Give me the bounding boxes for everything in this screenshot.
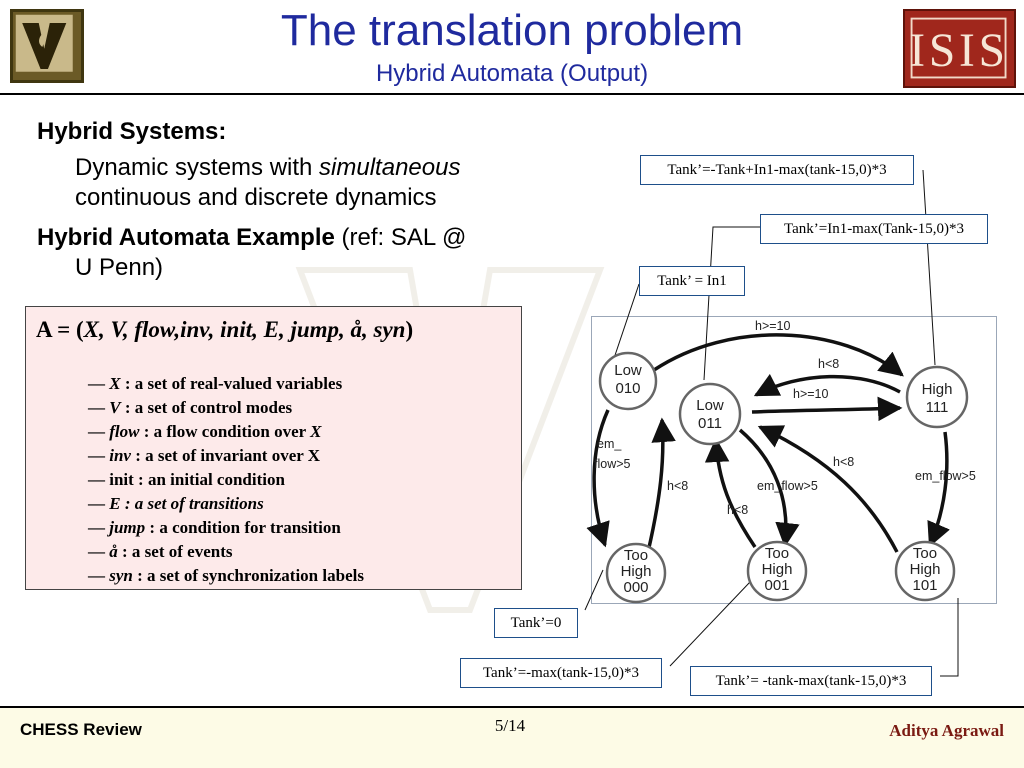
state-high-111: [905, 365, 969, 429]
state-label: Low: [696, 397, 724, 414]
edge-label: h>=10: [755, 319, 791, 333]
definition-item: — X : a set of real-valued variables: [88, 374, 343, 393]
state-low-010: [598, 351, 658, 411]
state-label: 010: [615, 380, 640, 397]
footer-background: [0, 708, 1024, 768]
footer-divider: [0, 706, 1024, 708]
state-label: High: [922, 381, 953, 398]
hybrid-systems-heading: Hybrid Systems:: [37, 118, 227, 145]
edge-label: h<8: [667, 479, 688, 493]
state-label: 111: [926, 399, 949, 416]
state-toohigh-001: [746, 540, 808, 602]
equation-callout-mid: Tank’=In1-max(Tank-15,0)*3: [760, 214, 988, 244]
definition-item: — E : a set of transitions: [88, 494, 264, 513]
definition-head-suffix: ): [405, 317, 414, 342]
header-divider: [0, 93, 1024, 95]
equation-callout-max: Tank’=-max(tank-15,0)*3: [460, 658, 662, 688]
definition-item: — jump : a condition for transition: [88, 518, 341, 537]
state-label: 011: [698, 415, 722, 432]
equation-callout-in1: Tank’ = In1: [639, 266, 745, 296]
page-number: 5/14: [494, 716, 526, 735]
state-toohigh-000: [605, 542, 667, 604]
definition-item: — flow : a flow condition over X: [88, 422, 322, 441]
connector-eq-zero: [584, 569, 604, 611]
edge-label: h<8: [727, 503, 748, 517]
vanderbilt-v-icon: [15, 14, 73, 72]
state-label: Too: [624, 547, 648, 564]
definition-box: A = (X, V, flow,inv, init, E, jump, å, s…: [25, 306, 522, 590]
equation-callout-top: Tank’=-Tank+In1-max(tank-15,0)*3: [640, 155, 914, 185]
edge-label: h<8: [818, 357, 839, 371]
edge-label: h>=10: [793, 387, 829, 401]
definition-heading: A = (X, V, flow,inv, init, E, jump, å, s…: [36, 317, 413, 343]
definition-item: — syn : a set of synchronization labels: [88, 566, 364, 585]
hybrid-systems-line1: Dynamic systems with simultaneous: [75, 153, 460, 183]
page-subtitle: Hybrid Automata (Output): [375, 60, 649, 87]
definition-item: — inv : a set of invariant over X: [88, 446, 321, 465]
connector-eq-neg: [940, 598, 959, 677]
footer-event-name: CHESS Review: [20, 720, 142, 739]
equation-callout-neg: Tank’= -tank-max(tank-15,0)*3: [690, 666, 932, 696]
state-label: High: [762, 561, 793, 578]
edge-low010-high111: [653, 333, 904, 377]
edge-low011-toohigh001: [738, 428, 800, 548]
isis-logo-icon: ISIS: [909, 17, 1009, 79]
connector-eq-top: [922, 169, 936, 366]
connector-eq-max: [669, 581, 751, 667]
definition-item: — å : a set of events: [88, 542, 233, 561]
edge-label: em_: [597, 437, 622, 451]
hybrid-systems-emphasis: simultaneous: [319, 154, 461, 181]
isis-logo: ISIS: [903, 9, 1016, 88]
state-label: Too: [765, 545, 789, 562]
state-label: Low: [614, 362, 642, 379]
state-low-011: [678, 382, 742, 446]
state-label: 000: [623, 579, 648, 596]
automaton-edges: [586, 333, 950, 553]
definition-head-prefix: A = (: [36, 317, 84, 342]
footer-author: Aditya Agrawal: [889, 721, 1004, 740]
isis-logo-text: ISIS: [909, 25, 1009, 77]
definition-head-tuple: X, V, flow,inv, init, E, jump, å, syn: [83, 317, 406, 342]
state-toohigh-101: [894, 540, 956, 602]
definition-item: — V : a set of control modes: [88, 398, 293, 417]
state-label: 101: [912, 577, 937, 594]
state-label: 001: [764, 577, 789, 594]
edge-label: flow>5: [594, 457, 631, 471]
equation-callout-zero: Tank’=0: [494, 608, 578, 638]
hybrid-automata-heading-bold: Hybrid Automata Example: [37, 224, 335, 251]
hybrid-automata-heading: Hybrid Automata Example (ref: SAL @: [37, 223, 466, 253]
state-label: High: [621, 563, 652, 580]
page-title: The translation problem: [280, 6, 744, 55]
hybrid-automata-ref: (ref: SAL @: [334, 224, 467, 251]
edge-label: em_flow>5: [915, 469, 976, 483]
hybrid-systems-line2: continuous and discrete dynamics: [75, 184, 437, 211]
state-label: Too: [913, 545, 937, 562]
edge-toohigh000-low010: [646, 417, 676, 553]
connector-eq-mid: [703, 226, 760, 381]
edge-label: em_flow>5: [757, 479, 818, 493]
vanderbilt-logo: [10, 9, 84, 83]
edge-high111-toohigh101: [927, 431, 950, 548]
hybrid-automata-ref-line2: U Penn): [75, 254, 164, 281]
edge-toohigh101-low011: [757, 425, 899, 553]
state-label: High: [910, 561, 941, 578]
edge-low010-toohigh000: [586, 409, 610, 548]
automaton-states: [598, 351, 969, 604]
hybrid-systems-line1-prefix: Dynamic systems with: [75, 154, 320, 181]
edge-label: h<8: [833, 455, 854, 469]
definition-item: — init : an initial condition: [88, 470, 285, 489]
edge-toohigh001-low011: [704, 437, 757, 548]
edge-high111-low011: [753, 373, 901, 397]
edge-low011-high111: [751, 396, 903, 422]
